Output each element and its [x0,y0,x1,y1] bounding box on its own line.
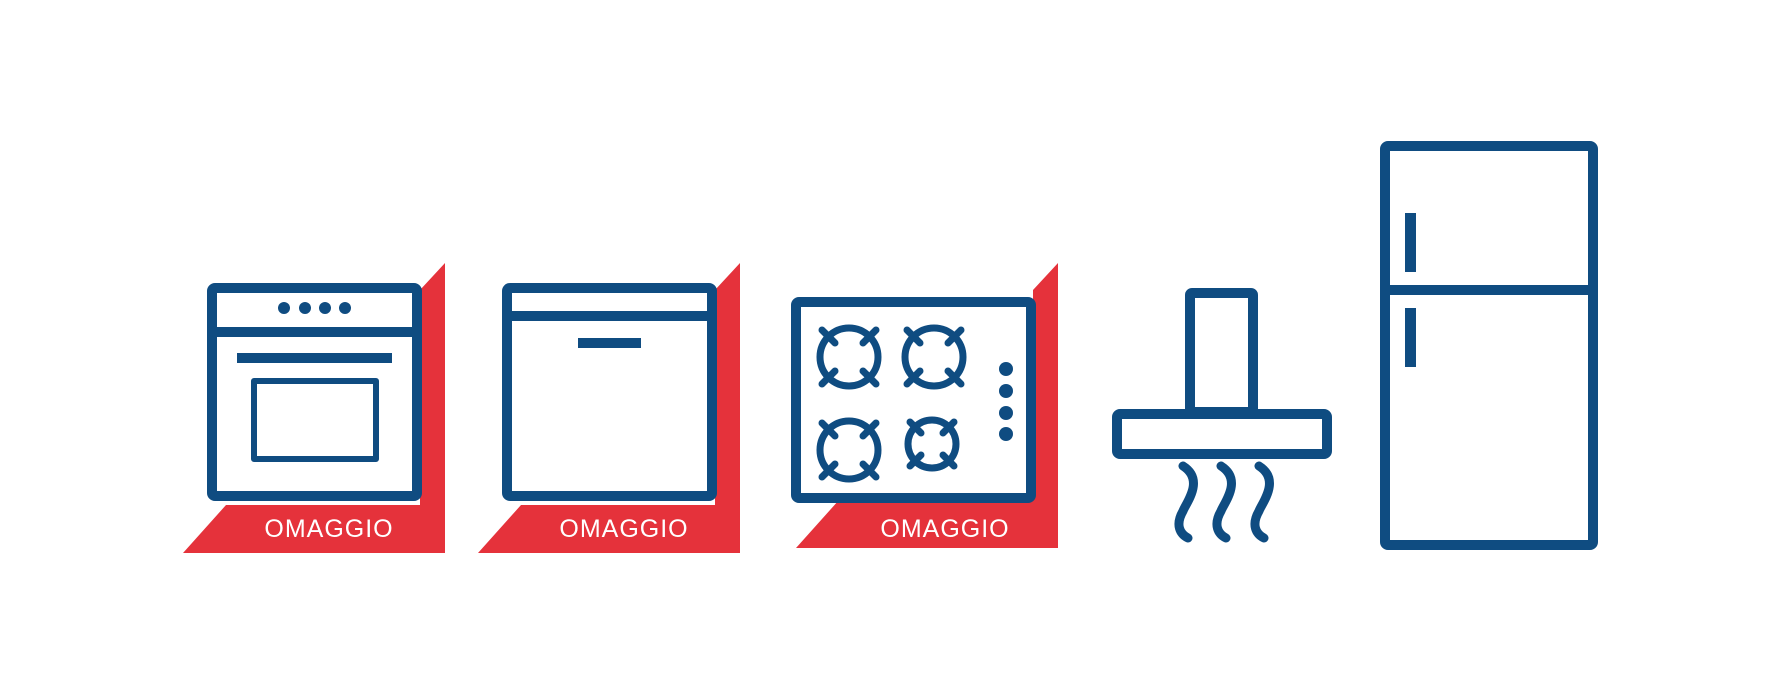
gas-burner [816,324,882,390]
gas-hob-badge-label: OMAGGIO [880,515,1009,543]
gas-hob-icon [791,297,1036,503]
oven-badge-label: OMAGGIO [264,515,393,543]
gas-burner [901,324,967,390]
oven-icon [207,283,422,501]
range-hood-icon [1112,288,1332,459]
dishwasher-badge-label: OMAGGIO [559,515,688,543]
gas-burner-small [904,416,960,472]
oven-group: OMAGGIO [183,263,445,553]
refrigerator-handles [1405,213,1416,367]
dishwasher-icon [502,283,717,501]
refrigerator-icon [1380,141,1598,550]
red-badge-gas-hob [796,263,1058,548]
oven-control-knobs [278,302,351,314]
gas-burners [816,324,967,483]
refrigerator-group [1380,141,1598,550]
red-badge-oven [183,263,445,553]
range-hood-group [1112,288,1332,543]
gas-hob-group: OMAGGIO [791,263,1058,548]
dishwasher-group: OMAGGIO [478,263,740,553]
red-badge-dishwasher [478,263,740,553]
gas-burner [816,417,882,483]
steam-icon [1174,461,1274,543]
gas-hob-knobs [999,362,1013,441]
